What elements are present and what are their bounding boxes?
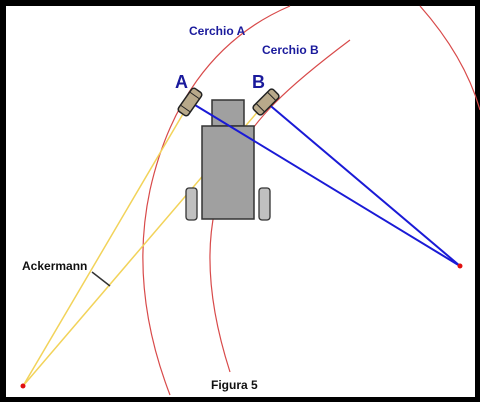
wheel-a-label: A bbox=[175, 72, 188, 92]
circle-b-label: Cerchio B bbox=[262, 43, 319, 57]
ackermann-center-point bbox=[20, 383, 26, 389]
wheel-b-label: B bbox=[252, 72, 265, 92]
rear-wheel-left bbox=[185, 187, 198, 221]
blue-line-a bbox=[189, 101, 461, 267]
blue-line-b bbox=[265, 101, 461, 267]
yellow-line-a bbox=[22, 101, 191, 387]
figure-caption: Figura 5 bbox=[211, 378, 258, 392]
ackermann-label: Ackermann bbox=[22, 259, 87, 273]
circle-a-arc bbox=[142, 5, 291, 396]
vehicle-front bbox=[211, 99, 245, 127]
front-wheel-a bbox=[177, 87, 203, 117]
rear-wheel-right bbox=[258, 187, 271, 221]
front-wheel-b bbox=[252, 88, 280, 116]
ackermann-marker bbox=[91, 271, 111, 287]
circle-a-label: Cerchio A bbox=[189, 24, 246, 38]
vehicle-body bbox=[201, 125, 255, 220]
outer-arc bbox=[419, 5, 480, 111]
blue-center-point bbox=[457, 263, 463, 269]
